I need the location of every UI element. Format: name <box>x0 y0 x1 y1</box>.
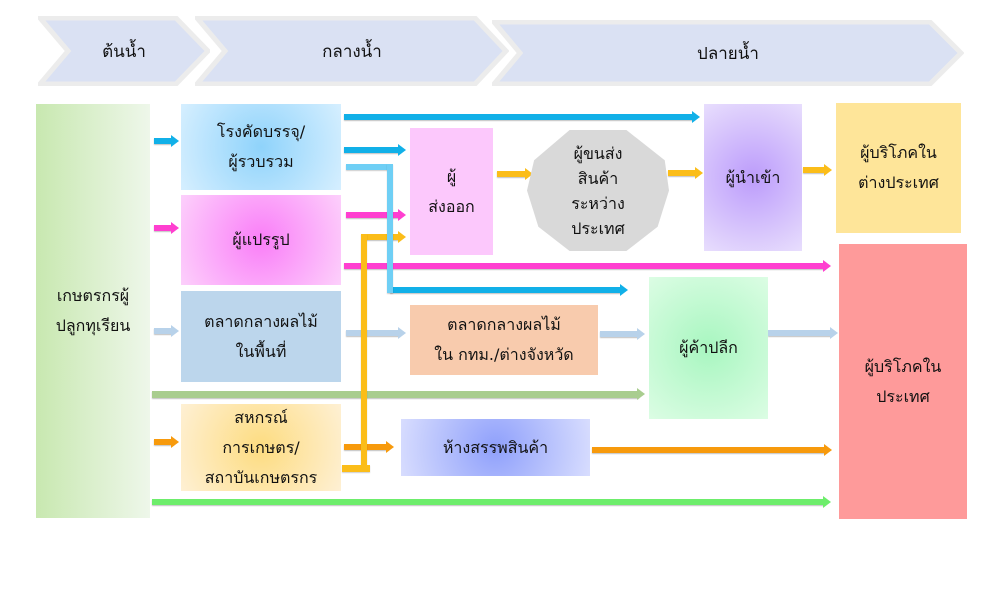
node-label: เกษตรกรผู้ <box>56 286 130 305</box>
flow-arrow <box>497 168 533 180</box>
node-exporter: ผู้ส่งออก <box>410 128 493 255</box>
flow-arrow <box>152 388 645 400</box>
stage-downstream: ปลายน้ำ <box>492 20 964 86</box>
node-importer: ผู้นำเข้า <box>704 104 802 251</box>
flow-arrow <box>344 111 700 123</box>
flow-arrow <box>346 327 406 339</box>
flow-arrow <box>592 444 832 456</box>
node-cooperative: สหกรณ์การเกษตร/สถาบันเกษตรกร <box>181 404 341 491</box>
connector-line <box>346 164 390 170</box>
flow-arrow <box>154 325 179 337</box>
stage-upstream: ต้นน้ำ <box>38 16 210 86</box>
flow-arrow <box>344 441 394 453</box>
node-label: ในพื้นที่ <box>235 341 287 361</box>
node-domestic-consumer: ผู้บริโภคในประเทศ <box>839 244 967 519</box>
node-label: ห้างสรรพสินค้า <box>442 437 549 457</box>
node-label: ผู้บริโภคใน <box>860 143 937 162</box>
node-retailer: ผู้ค้าปลีก <box>649 277 768 419</box>
stage-downstream-label: ปลายน้ำ <box>697 43 759 64</box>
connector-line <box>342 465 370 472</box>
node-label: สถาบันเกษตรกร <box>204 467 318 487</box>
node-label: ผู้ขนส่ง <box>573 143 623 163</box>
stage-midstream: กลางน้ำ <box>195 16 509 86</box>
flow-arrow <box>803 164 832 176</box>
flow-arrow <box>768 327 838 339</box>
node-label: สหกรณ์ <box>234 407 288 427</box>
node-label: ตลาดกลางผลไม้ <box>447 315 561 334</box>
node-label: ผู้รวบรวม <box>228 152 294 171</box>
node-label: สินค้า <box>577 168 619 188</box>
connector-line <box>387 164 393 293</box>
node-label: ผู้นำเข้า <box>725 167 781 187</box>
stage-midstream-label: กลางน้ำ <box>322 41 382 62</box>
flow-arrow <box>390 284 628 296</box>
node-label: ส่งออก <box>428 196 475 216</box>
connector-line <box>361 234 367 468</box>
flow-arrow <box>152 496 831 508</box>
node-local-market: ตลาดกลางผลไม้ในพื้นที่ <box>181 291 341 382</box>
node-label: ต่างประเทศ <box>858 173 939 192</box>
node-foreign-consumer: ผู้บริโภคในต่างประเทศ <box>836 103 961 233</box>
node-label: โรงคัดบรรจุ/ <box>216 122 306 141</box>
node-central-market: ตลาดกลางผลไม้ใน กทม./ต่างจังหวัด <box>410 305 598 375</box>
node-label: ผู้แปรรูป <box>232 230 290 249</box>
node-processor: ผู้แปรรูป <box>181 195 341 285</box>
flow-arrow <box>600 328 645 340</box>
flow-arrow <box>154 222 179 234</box>
node-label: ประเทศ <box>571 218 625 238</box>
stage-upstream-label: ต้นน้ำ <box>102 41 146 62</box>
flow-arrow <box>364 231 406 243</box>
node-label: ประเทศ <box>876 386 930 406</box>
node-label: ตลาดกลางผลไม้ <box>204 311 318 331</box>
flow-arrow <box>344 260 831 272</box>
flow-arrow <box>346 209 406 221</box>
node-label: ใน กทม./ต่างจังหวัด <box>434 345 574 364</box>
node-label: ปลูกทุเรียน <box>55 316 131 335</box>
flow-arrow <box>154 135 179 147</box>
node-label: ระหว่าง <box>571 193 625 213</box>
node-label: ผู้ค้าปลีก <box>679 338 738 357</box>
node-label: การเกษตร/ <box>222 437 300 457</box>
flow-arrow <box>154 436 179 448</box>
node-mall: ห้างสรรพสินค้า <box>401 419 590 476</box>
node-label: ผู้ <box>446 166 457 186</box>
node-farmer: เกษตรกรผู้ปลูกทุเรียน <box>36 104 150 518</box>
node-label: ผู้บริโภคใน <box>864 356 942 376</box>
flow-arrow <box>344 144 406 156</box>
flow-arrow <box>668 167 703 179</box>
node-transporter: ผู้ขนส่งสินค้าระหว่างประเทศ <box>527 130 669 251</box>
node-packing-house: โรงคัดบรรจุ/ ผู้รวบรวม <box>181 104 341 190</box>
